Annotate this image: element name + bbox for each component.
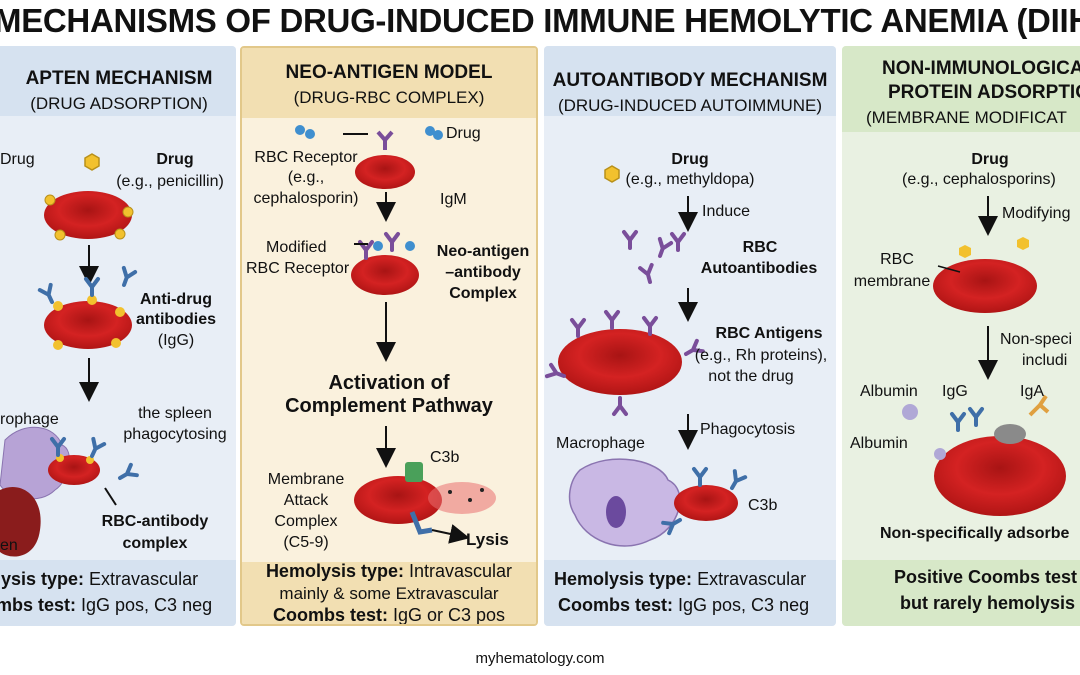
label-phagocytosis: Phagocytosis <box>700 421 796 438</box>
panel-title-line2: PROTEIN ADSORPTIO <box>888 82 1080 103</box>
panel-subtitle: (DRUG-INDUCED AUTOIMMUNE) <box>557 96 823 115</box>
label-igg: IgG <box>942 383 968 400</box>
label-spleen-cut: en <box>0 537 18 554</box>
hemolysis-type: lysis type: Extravascular <box>0 569 199 589</box>
label-autoantibodies: RBC <box>742 239 778 256</box>
label-iga: IgA <box>1020 383 1045 400</box>
label-lysis: Lysis <box>466 530 509 549</box>
label-rbc-antigens: not the drug <box>708 368 794 385</box>
label-drug: Drug <box>446 125 481 142</box>
panel-header: NEO-ANTIGEN MODEL (DRUG-RBC COMPLEX) <box>242 48 536 118</box>
label-drug: Drug <box>671 151 709 168</box>
label-rbc-antibody-complex: RBC-antibody <box>101 513 209 530</box>
coombs-test: Coombs test: IgG or C3 pos <box>272 605 506 625</box>
label-rbc-antigens: (e.g., Rh proteins), <box>694 347 828 364</box>
label-modified-receptor: RBC Receptor <box>246 260 350 277</box>
label-non-specific: Non-speci <box>1000 331 1073 348</box>
label-rbc-antigens: RBC Antigens <box>715 325 823 342</box>
panel-footer: Positive Coombs test but rarely hemolysi… <box>842 560 1080 626</box>
label-macrophage: rophage <box>0 411 59 428</box>
panel-subtitle: (MEMBRANE MODIFICAT <box>866 108 1067 127</box>
label-modifying: Modifying <box>1002 205 1071 222</box>
label-rbc-membrane: RBC <box>880 251 914 268</box>
label-activation: Activation of <box>328 372 450 394</box>
label-antibodies: Anti-drug <box>140 291 212 308</box>
label-igm: IgM <box>440 191 467 208</box>
label-drug-example: (e.g., cephalosporins) <box>902 171 1056 188</box>
label-drug: Drug <box>156 151 194 168</box>
label-spleen: the spleen <box>138 405 212 422</box>
label-modified-receptor: Modified <box>266 239 327 256</box>
label-drug: Drug <box>0 151 35 168</box>
label-drug-example: (e.g., methyldopa) <box>625 171 755 188</box>
panel-autoantibody: AUTOANTIBODY MECHANISM (DRUG-INDUCED AUT… <box>544 46 836 626</box>
label-neo-antigen-complex: –antibody <box>445 264 521 281</box>
label-antibodies: antibodies <box>135 311 216 328</box>
label-spleen: phagocytosing <box>123 426 227 443</box>
label-mac: Membrane <box>267 471 345 488</box>
coombs-result: Positive Coombs test <box>894 567 1078 587</box>
panel-title: AUTOANTIBODY MECHANISM <box>552 70 828 91</box>
panel-header: AUTOANTIBODY MECHANISM (DRUG-INDUCED AUT… <box>544 46 836 116</box>
label-non-specific: includi <box>1022 352 1068 369</box>
label-albumin: Albumin <box>860 383 918 400</box>
panel-footer: Hemolysis type: Intravascular mainly & s… <box>242 561 536 625</box>
label-rbc-receptor: (e.g., <box>287 169 325 186</box>
label-macrophage: Macrophage <box>556 435 645 452</box>
page-title: MECHANISMS OF DRUG-INDUCED IMMUNE HEMOLY… <box>0 2 1080 39</box>
site-credit: myhematology.com <box>475 650 605 667</box>
label-antibodies: (IgG) <box>157 332 195 349</box>
panel-title: APTEN MECHANISM <box>25 68 213 89</box>
hemolysis-note: but rarely hemolysis <box>900 593 1076 613</box>
hemolysis-type-cont: mainly & some Extravascular <box>279 584 499 603</box>
panel-subtitle: (DRUG-RBC COMPLEX) <box>293 88 485 107</box>
label-c3b: C3b <box>430 449 460 466</box>
label-drug-example: (e.g., penicillin) <box>116 173 224 190</box>
label-neo-antigen-complex: Complex <box>449 285 517 302</box>
panel-title: NEO-ANTIGEN MODEL <box>285 62 493 83</box>
label-autoantibodies: Autoantibodies <box>700 260 818 277</box>
panel-footer: lysis type: Extravascular mbs test: IgG … <box>0 560 236 626</box>
label-mac: Attack <box>283 492 329 509</box>
label-activation: Complement Pathway <box>285 395 493 417</box>
hemolysis-type: Hemolysis type: Extravascular <box>554 569 807 589</box>
label-rbc-antibody-complex: complex <box>122 535 188 552</box>
panel-title: NON-IMMUNOLOGICA <box>882 58 1080 79</box>
label-c3b: C3b <box>748 497 778 514</box>
panel-subtitle: (DRUG ADSORPTION) <box>30 94 208 113</box>
hemolysis-type: Hemolysis type: Intravascular <box>265 561 513 581</box>
label-albumin: Albumin <box>850 435 908 452</box>
label-rbc-receptor: RBC Receptor <box>254 149 358 166</box>
label-drug: Drug <box>971 151 1009 168</box>
label-rbc-membrane: membrane <box>853 273 931 290</box>
panel-header: NON-IMMUNOLOGICA PROTEIN ADSORPTIO (MEMB… <box>842 46 1080 132</box>
coombs-test: Coombs test: IgG pos, C3 neg <box>558 595 810 615</box>
label-adsorbed: Non-specifically adsorbe <box>880 525 1070 542</box>
panel-footer: Hemolysis type: Extravascular Coombs tes… <box>544 560 836 626</box>
label-mac: (C5-9) <box>283 534 329 551</box>
coombs-test: mbs test: IgG pos, C3 neg <box>0 595 213 615</box>
label-induce: Induce <box>702 203 751 220</box>
label-neo-antigen-complex: Neo-antigen <box>436 243 530 260</box>
label-rbc-receptor: cephalosporin) <box>253 190 359 207</box>
panel-non-immunological: NON-IMMUNOLOGICA PROTEIN ADSORPTIO (MEMB… <box>842 46 1080 626</box>
panel-header: APTEN MECHANISM (DRUG ADSORPTION) <box>0 46 236 116</box>
label-mac: Complex <box>274 513 338 530</box>
